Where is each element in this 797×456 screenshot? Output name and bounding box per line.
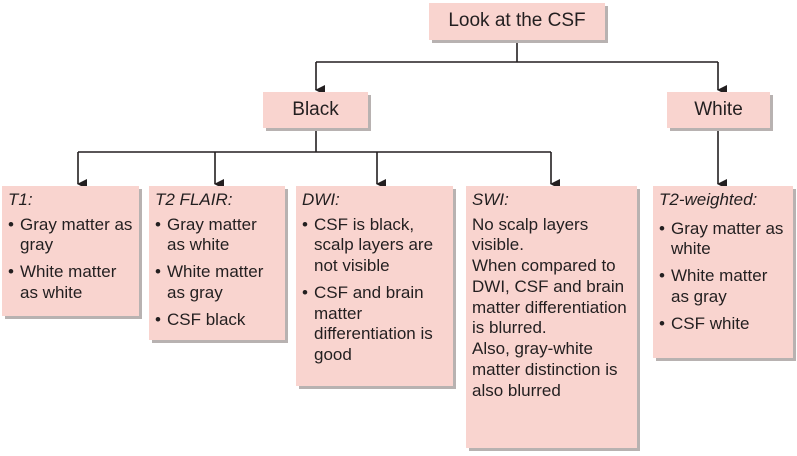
leaf-t2flair-list: Gray matter as white White matter as gra… [155, 215, 279, 331]
swi-line: No scalp layers visible. [472, 214, 589, 255]
list-item: White matter as gray [155, 262, 279, 303]
list-item: Gray matter as gray [8, 215, 133, 256]
branch-white: White [667, 92, 770, 128]
branch-black-label: Black [292, 98, 339, 120]
list-item: Gray matter as white [155, 215, 279, 256]
swi-line: Also, gray-white matter distinction is a… [472, 339, 618, 400]
leaf-t2w-list: Gray matter as white White matter as gra… [659, 219, 787, 335]
leaf-t2flair: T2 FLAIR: Gray matter as white White mat… [149, 186, 285, 340]
leaf-swi-heading: SWI: [472, 190, 509, 209]
list-item: White matter as white [8, 262, 133, 303]
list-item: CSF is black, scalp layers are not visib… [302, 215, 447, 277]
branch-black: Black [263, 92, 368, 128]
leaf-t2flair-heading: T2 FLAIR: [155, 190, 233, 209]
swi-line: When compared to DWI, CSF and brain matt… [472, 256, 627, 338]
list-item: CSF black [155, 310, 279, 331]
leaf-dwi: DWI: CSF is black, scalp layers are not … [296, 186, 453, 386]
leaf-swi: SWI: No scalp layers visible. When compa… [466, 186, 637, 448]
list-item: White matter as gray [659, 266, 787, 307]
branch-white-label: White [694, 98, 743, 120]
leaf-t2w: T2-weighted: Gray matter as white White … [653, 186, 793, 358]
leaf-t1-list: Gray matter as gray White matter as whit… [8, 215, 133, 304]
list-item: CSF white [659, 314, 787, 335]
list-item: Gray matter as white [659, 219, 787, 260]
leaf-t2w-heading: T2-weighted: [659, 190, 758, 209]
leaf-dwi-list: CSF is black, scalp layers are not visib… [302, 215, 447, 366]
leaf-t1: T1: Gray matter as gray White matter as … [2, 186, 139, 316]
root-node: Look at the CSF [429, 3, 605, 40]
leaf-t1-heading: T1: [8, 190, 33, 209]
leaf-dwi-heading: DWI: [302, 190, 340, 209]
root-label: Look at the CSF [448, 10, 586, 32]
list-item: CSF and brain matter differentiation is … [302, 283, 447, 366]
